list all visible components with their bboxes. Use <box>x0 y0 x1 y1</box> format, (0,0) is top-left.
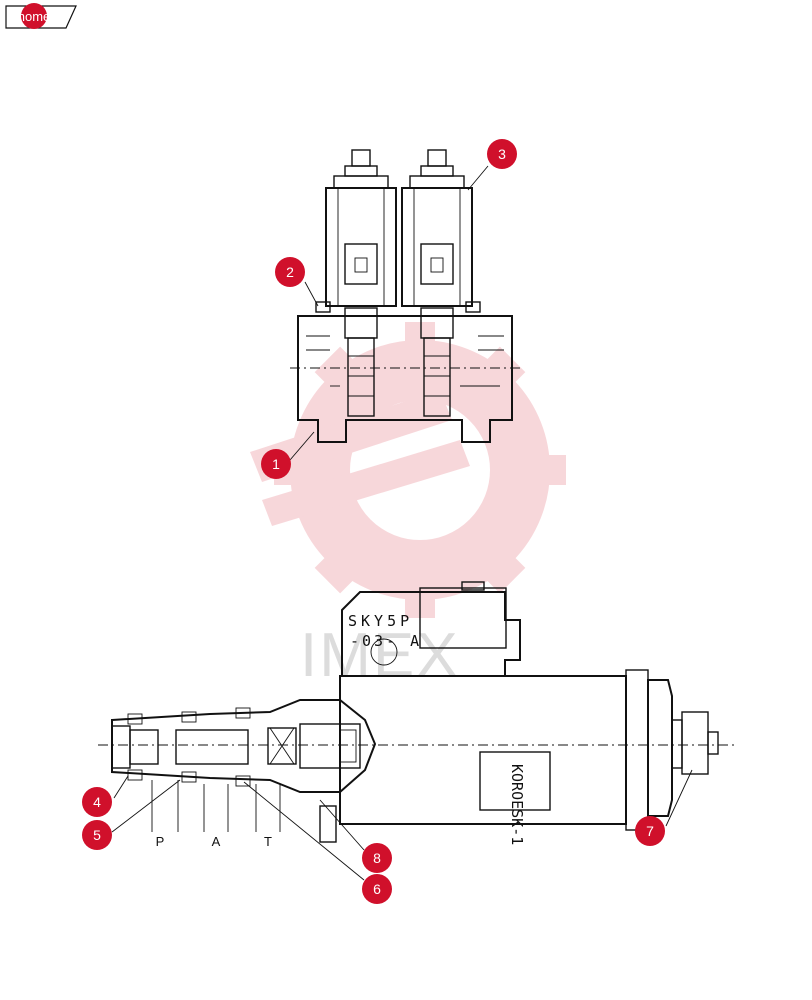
leader-lines <box>111 165 693 881</box>
callout-1[interactable]: 1 <box>261 449 291 479</box>
port-label-t: T <box>264 834 272 849</box>
callout-8-label: 8 <box>373 850 381 866</box>
callout-8[interactable]: 8 <box>362 843 392 873</box>
port-label-a: A <box>212 834 221 849</box>
callout-7-label: 7 <box>646 823 654 839</box>
callout-2-label: 2 <box>286 264 294 280</box>
callout-4-label: 4 <box>93 794 101 810</box>
port-label-p: P <box>156 834 165 849</box>
callout-5-label: 5 <box>93 827 101 843</box>
home-button-label: home <box>18 9 51 24</box>
valve-block-top-view <box>290 149 520 443</box>
callout-6-label: 6 <box>373 881 381 897</box>
home-button[interactable]: home <box>5 3 77 29</box>
callout-3[interactable]: 3 <box>487 139 517 169</box>
callout-7[interactable]: 7 <box>635 816 665 846</box>
model-stamp-line1: SKY5P <box>348 612 413 630</box>
watermark-logo <box>250 322 566 618</box>
model-stamp-line2: -03- A <box>350 632 422 650</box>
callout-2[interactable]: 2 <box>275 257 305 287</box>
solenoid-valve-side-view: KOROESK-1 <box>98 581 735 845</box>
model-stamp-side: KOROESK-1 <box>508 764 526 845</box>
watermark-text: IMEX <box>300 621 460 690</box>
callout-3-label: 3 <box>498 146 506 162</box>
callout-4[interactable]: 4 <box>82 787 112 817</box>
callout-6[interactable]: 6 <box>362 874 392 904</box>
callout-1-label: 1 <box>272 456 280 472</box>
callout-5[interactable]: 5 <box>82 820 112 850</box>
